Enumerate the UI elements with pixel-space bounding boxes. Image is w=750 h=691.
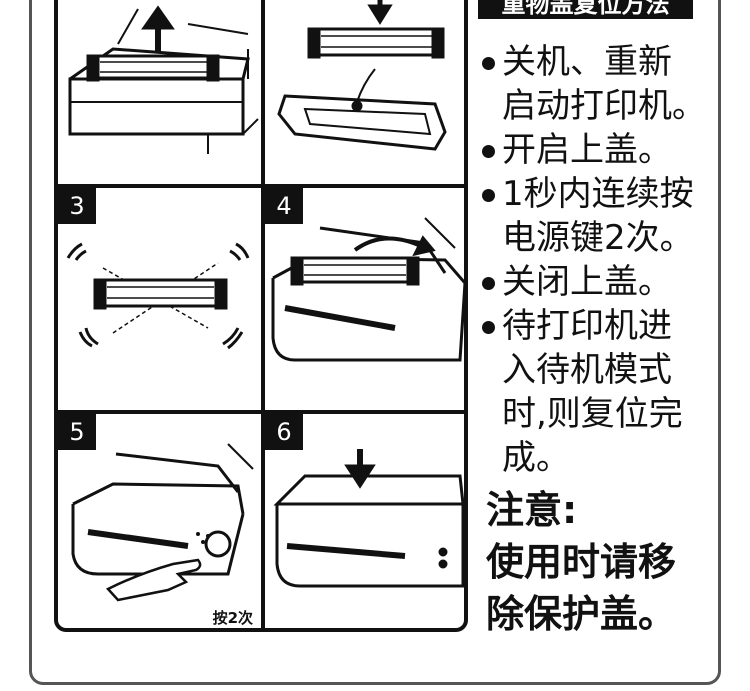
close-lid-icon (273, 449, 464, 588)
press-twice-caption: 按2次 (212, 609, 253, 627)
step-item: 待打印机进 入待机模式 时,则复位完 成。 (480, 304, 720, 480)
bullet-icon (482, 57, 495, 70)
insert-cover-icon (277, 0, 447, 151)
outer-frame (29, 0, 721, 685)
note-heading: 注意: (486, 488, 578, 532)
panel-number: 4 (265, 188, 303, 224)
lift-cover-icon (68, 5, 259, 154)
panel-3: 3 (58, 188, 261, 410)
panel-2 (265, 0, 464, 184)
panel-5: 5 按2次 (58, 414, 261, 628)
panel-number: 5 (58, 414, 96, 450)
grid-divider-1 (58, 184, 464, 188)
press-power-icon (71, 443, 254, 602)
step-item: 1秒内连续按 电源键2次。 (480, 172, 720, 260)
panel-1 (58, 0, 261, 184)
instruction-grid: 3 4 5 (54, 0, 468, 632)
step-item: 关机、重新 启动打印机。 (480, 40, 720, 128)
step-list: 关机、重新 启动打印机。 开启上盖。 1秒内连续按 电源键2次。 关闭上盖。 待… (480, 40, 720, 480)
grid-divider-vertical (261, 0, 265, 628)
grid-divider-2 (58, 410, 464, 414)
panel-number: 3 (58, 188, 96, 224)
panel-6: 6 (265, 414, 464, 628)
place-cover-icon (271, 217, 464, 362)
shake-cover-icon (66, 242, 250, 350)
bullet-icon (482, 321, 495, 334)
section-title: 重物盖复位方法 (478, 0, 693, 19)
panel-number: 6 (265, 414, 303, 450)
step-item: 开启上盖。 (480, 128, 720, 172)
panel-4: 4 (265, 188, 464, 410)
note-text: 使用时请移 (486, 540, 677, 584)
bullet-icon (482, 189, 495, 202)
warning-note: 注意: 使用时请移 除保护盖。 (486, 484, 726, 640)
bullet-icon (482, 145, 495, 158)
step-item: 关闭上盖。 (480, 260, 720, 304)
note-text: 除保护盖。 (486, 592, 677, 636)
bullet-icon (482, 277, 495, 290)
